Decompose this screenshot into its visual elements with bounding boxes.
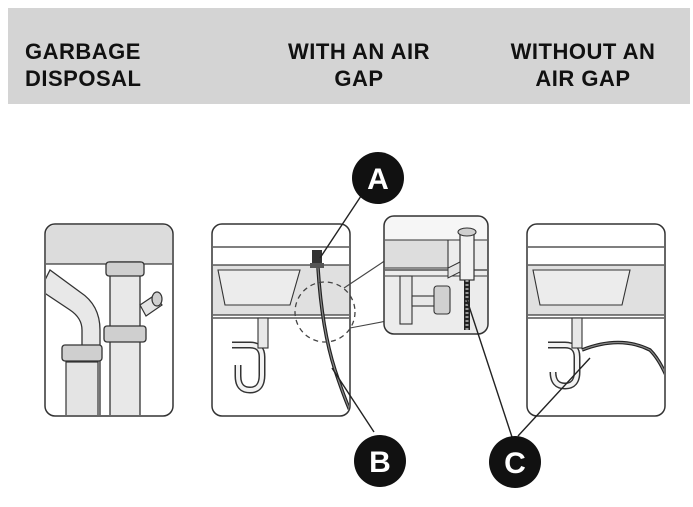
panel-without-air-gap	[526, 223, 666, 417]
leader-line-c2	[517, 357, 591, 437]
leader-line-a	[319, 189, 366, 259]
header-col3-line1: WITHOUT AN	[510, 39, 656, 64]
callout-a: A	[352, 152, 404, 204]
callout-b-label: B	[369, 446, 391, 479]
header-col3-line2: AIR GAP	[535, 66, 631, 91]
header-with-air-gap: WITH AN AIR GAP	[254, 38, 464, 92]
header-col1-line1: GARBAGE	[25, 39, 141, 64]
callout-b: B	[354, 435, 406, 487]
header-garbage-disposal: GARBAGE DISPOSAL	[25, 38, 235, 92]
callout-c: C	[489, 436, 541, 488]
leader-lines	[319, 189, 591, 438]
header-bar: GARBAGE DISPOSAL WITH AN AIR GAP WITHOUT…	[8, 8, 690, 104]
header-col2-line1: WITH AN AIR	[288, 39, 430, 64]
callout-a-label: A	[367, 163, 389, 196]
panel-garbage-disposal	[44, 223, 174, 417]
header-col1-line2: DISPOSAL	[25, 66, 142, 91]
panel-with-air-gap	[211, 223, 393, 417]
leader-line-c1	[466, 299, 513, 438]
leader-line-b	[331, 367, 375, 433]
inset-air-gap-detail	[383, 215, 489, 335]
header-col2-line2: GAP	[334, 66, 384, 91]
callout-c-label: C	[504, 447, 526, 480]
header-without-air-gap: WITHOUT AN AIR GAP	[478, 38, 688, 92]
